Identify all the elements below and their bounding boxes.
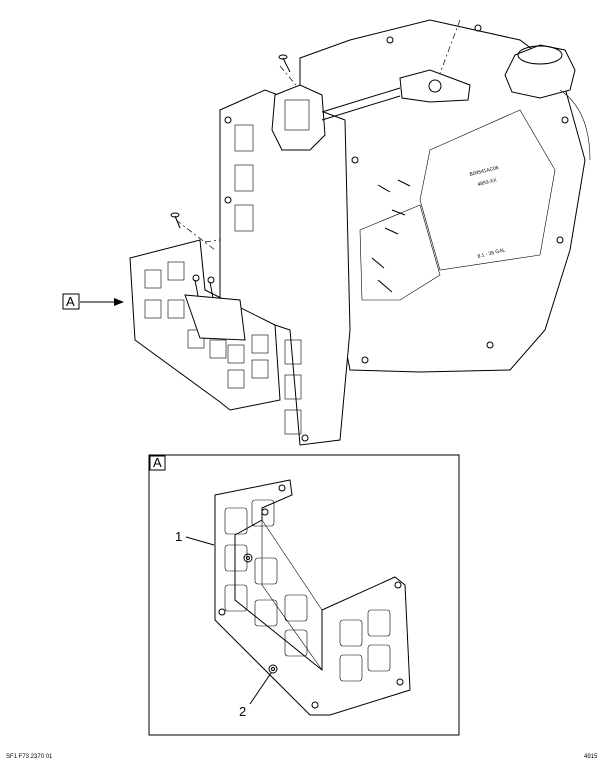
panel-marking-code: 4893-XX (477, 177, 498, 188)
reservoir-tank (504, 44, 591, 161)
item-1-label: 1 (175, 529, 182, 544)
pump-assembly (271, 69, 471, 151)
detail-box-tag: A (153, 455, 162, 470)
top-screw (278, 54, 291, 73)
mounting-panel: B09541AC06 4893-XX 8.1 - 35 GAL (299, 19, 586, 373)
leader-line-item-1 (185, 536, 215, 546)
footer-left-code: SF1 F73 2370 01 (6, 754, 53, 760)
bracket-screw (170, 212, 181, 229)
view-a-flag-label: A (66, 294, 75, 309)
detail-box-a: A (148, 454, 460, 736)
view-a-callout: A (62, 293, 124, 310)
bracket-detail (214, 479, 411, 716)
bracket-main-view (129, 239, 281, 411)
footer-right-code: 4915 (584, 754, 598, 760)
item-2-label: 2 (239, 704, 246, 719)
leader-line-item-2 (249, 672, 272, 705)
